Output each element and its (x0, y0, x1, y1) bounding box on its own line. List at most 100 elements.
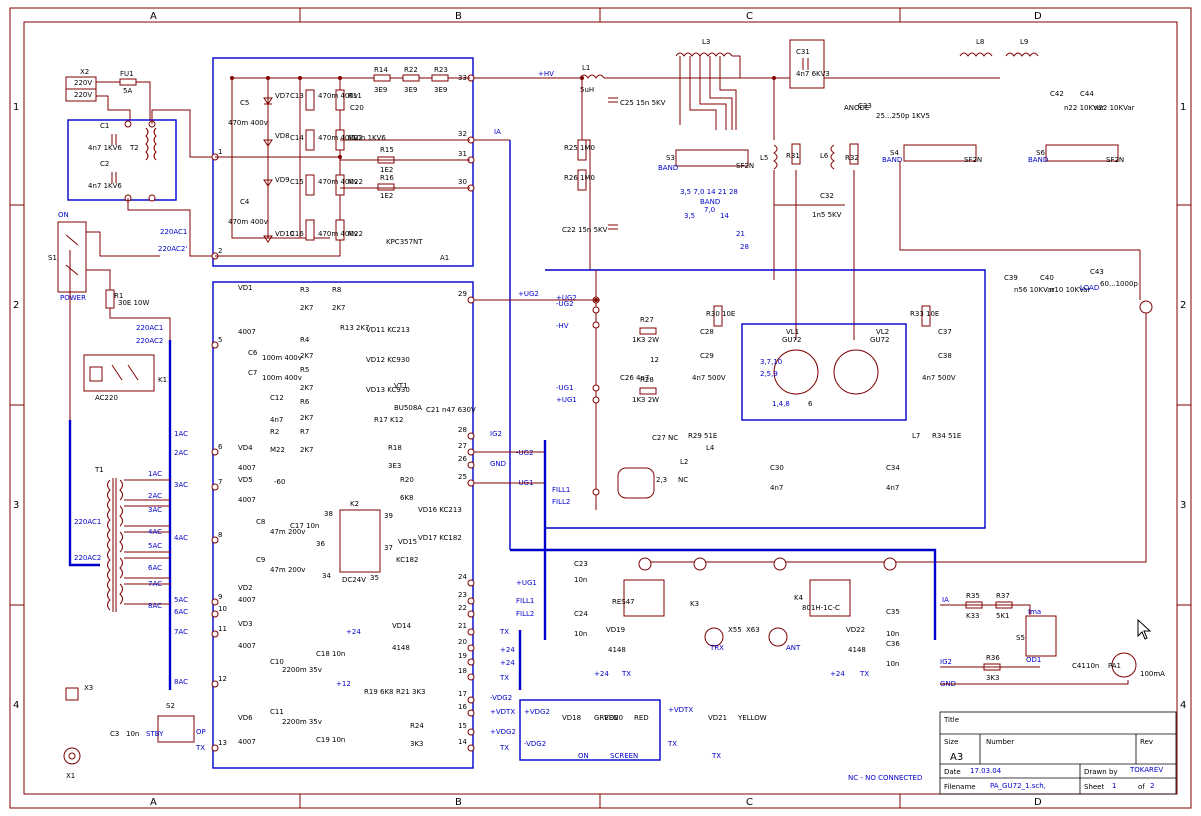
svg-text:2K7: 2K7 (300, 352, 314, 360)
svg-text:C30: C30 (770, 464, 784, 472)
svg-text:OD1: OD1 (1026, 656, 1041, 664)
svg-text:23: 23 (458, 591, 467, 599)
svg-text:+VDG2: +VDG2 (524, 708, 550, 716)
svg-text:7AC: 7AC (174, 628, 188, 636)
svg-text:C36: C36 (886, 640, 900, 648)
svg-text:C1: C1 (100, 122, 109, 130)
grid-ticks (10, 8, 1191, 808)
svg-text:R25 1M0: R25 1M0 (564, 144, 595, 152)
svg-text:ANODE: ANODE (844, 104, 869, 112)
svg-text:-60: -60 (274, 478, 285, 486)
grid-col-b-top: B (455, 11, 462, 22)
svg-text:C14: C14 (290, 134, 304, 142)
svg-text:L3: L3 (702, 38, 710, 46)
grid-col-a-bot: A (150, 797, 157, 808)
svg-text:n22 10KVar: n22 10KVar (1094, 104, 1135, 112)
svg-text:R27: R27 (640, 316, 654, 324)
svg-text:BAND: BAND (700, 198, 720, 206)
svg-text:8AC: 8AC (174, 678, 188, 686)
svg-text:12: 12 (218, 675, 227, 683)
svg-text:220AC1: 220AC1 (74, 518, 101, 526)
svg-text:4148: 4148 (392, 644, 410, 652)
svg-text:VD9: VD9 (275, 176, 290, 184)
svg-text:R36: R36 (986, 654, 1000, 662)
svg-text:TX: TX (499, 674, 509, 682)
svg-text:3E3: 3E3 (388, 462, 401, 470)
svg-text:S6: S6 (1036, 149, 1045, 157)
svg-text:FILL1: FILL1 (552, 486, 570, 494)
svg-text:3,5: 3,5 (684, 212, 695, 220)
svg-text:4007: 4007 (238, 496, 256, 504)
svg-text:1E2: 1E2 (380, 192, 393, 200)
svg-text:25...250p 1KV5: 25...250p 1KV5 (876, 112, 930, 120)
svg-text:K33: K33 (966, 612, 980, 620)
svg-text:FILL1: FILL1 (516, 597, 534, 605)
svg-text:100m 400v: 100m 400v (262, 354, 302, 362)
svg-text:1: 1 (1112, 782, 1116, 790)
svg-text:+UG2: +UG2 (556, 294, 577, 302)
svg-text:R20: R20 (400, 476, 414, 484)
svg-text:A1: A1 (440, 254, 449, 262)
svg-text:K2: K2 (350, 500, 359, 508)
svg-text:15: 15 (458, 722, 467, 730)
svg-text:VD7: VD7 (275, 92, 290, 100)
grid-col-d-bot: D (1034, 797, 1042, 808)
svg-text:4n7 1KV6: 4n7 1KV6 (88, 144, 122, 152)
svg-text:R3: R3 (300, 286, 309, 294)
svg-text:R24: R24 (410, 722, 424, 730)
svg-text:4007: 4007 (238, 464, 256, 472)
svg-text:470m 400v: 470m 400v (318, 134, 358, 142)
grid-row-1-l: 1 (13, 102, 19, 113)
svg-text:Drawn by: Drawn by (1084, 768, 1118, 776)
inner-frame (23, 21, 1178, 795)
svg-text:VD2: VD2 (238, 584, 253, 592)
svg-text:S3: S3 (666, 154, 675, 162)
svg-text:C26 4n7: C26 4n7 (620, 374, 649, 382)
svg-text:3E9: 3E9 (434, 86, 447, 94)
svg-text:C40: C40 (1040, 274, 1054, 282)
svg-text:VT1: VT1 (394, 382, 408, 390)
grid-col-c-bot: C (746, 797, 753, 808)
svg-text:4n7 6KV3: 4n7 6KV3 (796, 70, 830, 78)
svg-text:R11: R11 (348, 92, 362, 100)
svg-text:30: 30 (458, 178, 467, 186)
svg-text:PA_GU72_1.sch,: PA_GU72_1.sch, (990, 782, 1046, 790)
svg-text:VL2: VL2 (876, 328, 889, 336)
svg-text:13: 13 (218, 739, 227, 747)
svg-text:6AC: 6AC (148, 564, 162, 572)
svg-text:+HV: +HV (538, 70, 554, 78)
svg-text:-VDG2: -VDG2 (524, 740, 546, 748)
svg-text:GU72: GU72 (782, 336, 801, 344)
svg-text:C12: C12 (270, 394, 284, 402)
svg-text:19: 19 (458, 652, 467, 660)
svg-text:L4: L4 (706, 444, 715, 452)
svg-text:10n: 10n (1086, 662, 1099, 670)
svg-text:SF2N: SF2N (964, 156, 982, 164)
svg-text:28: 28 (458, 426, 467, 434)
svg-text:VD5: VD5 (238, 476, 253, 484)
svg-text:R18: R18 (388, 444, 402, 452)
svg-text:+VDG2: +VDG2 (490, 728, 516, 736)
svg-text:47m 200v: 47m 200v (270, 566, 305, 574)
svg-text:34: 34 (322, 572, 331, 580)
svg-text:n22 10KVar: n22 10KVar (1064, 104, 1105, 112)
svg-text:4n7 500V: 4n7 500V (922, 374, 956, 382)
svg-text:220AC1: 220AC1 (136, 324, 163, 332)
mouse-cursor-icon (1137, 618, 1152, 640)
svg-text:DC24V: DC24V (342, 576, 366, 584)
svg-text:VD21: VD21 (708, 714, 727, 722)
svg-text:C39: C39 (1004, 274, 1018, 282)
svg-text:+UG1: +UG1 (516, 579, 537, 587)
outer-frame (9, 7, 1192, 809)
svg-text:25: 25 (458, 473, 467, 481)
svg-text:R23: R23 (434, 66, 448, 74)
svg-text:YELLOW: YELLOW (737, 714, 767, 722)
svg-text:+24: +24 (500, 646, 515, 654)
svg-text:K1: K1 (158, 376, 167, 384)
svg-text:R16: R16 (380, 174, 394, 182)
svg-text:S1: S1 (48, 254, 57, 262)
svg-text:LOAD: LOAD (1080, 284, 1099, 292)
svg-text:6: 6 (218, 443, 223, 451)
svg-text:C6: C6 (248, 349, 258, 357)
svg-text:R30 10E: R30 10E (706, 310, 735, 318)
